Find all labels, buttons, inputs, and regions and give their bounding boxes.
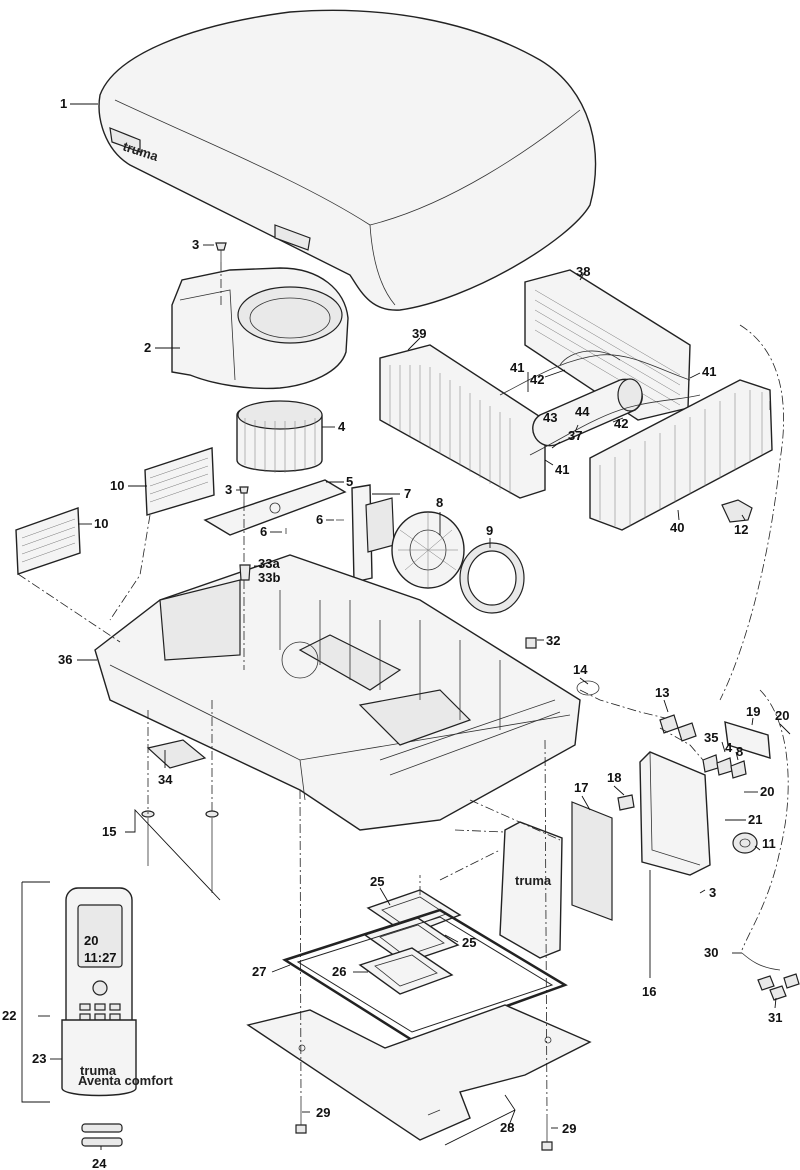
part-16-cover-panel: truma [499,821,563,959]
part-5-motor-bracket [203,479,347,536]
part-27-seal-frame [282,908,568,1042]
part-39-evaporator [379,344,546,499]
part-7-bracket [351,484,395,583]
callout-40: 40 [670,520,684,535]
callout-42-left: 42 [530,372,544,387]
callout-26: 26 [332,964,346,979]
callout-33b: 33b [258,570,280,585]
callout-28: 28 [500,1120,514,1135]
callout-27: 27 [252,964,266,979]
callout-36: 36 [58,652,72,667]
callout-41-right: 41 [702,364,716,379]
callout-10-lower: 10 [94,516,108,531]
part-31-plugs [757,973,800,1001]
callout-29-right: 29 [562,1121,576,1136]
callout-42-right: 42 [614,416,628,431]
callout-12: 12 [734,522,748,537]
assembly-guide-lines [17,262,789,1116]
callout-22: 22 [2,1008,16,1023]
part-2-blower-housing [171,267,349,390]
callout-37: 37 [568,428,582,443]
callout-6-upper: 6 [316,512,323,527]
callout-leader-lines [21,103,791,1150]
callout-7: 7 [404,486,411,501]
callout-39: 39 [412,326,426,341]
part-23-remote-holder: truma Aventa comfort [61,1019,174,1097]
callout-25-lower: 25 [462,935,476,950]
remote-logo: truma [80,1063,117,1078]
part-16-control-box [639,751,711,876]
callout-41-upper-left: 41 [510,360,524,375]
part-17-circuit-board [571,801,613,921]
part-30-wiring [741,952,781,971]
remote-temperature: 20 [84,933,98,948]
remote-sub: Aventa comfort [78,1073,174,1088]
callout-labels: 1 2 3 3 3 4 4 5 6 6 7 8 8 9 10 10 11 12 … [2,96,789,1170]
remote-time: 11:27 [84,950,117,965]
callout-10-upper: 10 [110,478,124,493]
callout-13: 13 [655,685,669,700]
callout-1: 1 [60,96,67,111]
callout-17: 17 [574,780,588,795]
callout-20-lower: 20 [760,784,774,799]
part-40-condenser-front [589,379,773,531]
callout-24: 24 [92,1156,107,1170]
part-11-relay-coil [732,832,758,854]
callout-15: 15 [102,824,116,839]
callout-34: 34 [158,772,173,787]
part-1-top-cover: truma [98,9,597,311]
part-10-grille-upper [144,447,215,516]
part-29-bolts [295,1098,553,1151]
callout-2: 2 [144,340,151,355]
callout-6-lower: 6 [260,524,267,539]
part-24-batteries [81,1123,123,1147]
callout-38: 38 [576,264,590,279]
part-26-grille-frame [358,947,454,995]
electrical-connectors [576,680,747,811]
callout-14: 14 [573,662,588,677]
callout-23: 23 [32,1051,46,1066]
part-12-clip [721,499,753,523]
callout-8-connector: 8 [736,744,743,759]
callout-5: 5 [346,474,353,489]
callout-3-top: 3 [192,237,199,252]
callout-4-connector: 4 [725,740,733,755]
callout-31: 31 [768,1010,782,1025]
callout-20-upper: 20 [775,708,789,723]
part-15-screws [141,810,219,893]
part-10-grille-lower [15,507,81,575]
part-44-compressor [532,378,643,447]
part-19-bracket [724,721,771,759]
callout-21: 21 [748,812,762,827]
callout-19: 19 [746,704,760,719]
fastener-parts [215,242,537,649]
callout-44: 44 [575,404,590,419]
callout-3-control-box: 3 [709,885,716,900]
callout-16: 16 [642,984,656,999]
callout-8-fan: 8 [436,495,443,510]
part-9-seal-ring [459,542,525,614]
callout-35: 35 [704,730,718,745]
panel-logo: truma [515,873,552,888]
callout-32: 32 [546,633,560,648]
callout-4-blower: 4 [338,419,346,434]
callout-11: 11 [762,836,776,851]
part-28-mounting-plate [246,1004,592,1141]
part-37-pipework [499,350,701,456]
callout-41-lower: 41 [555,462,569,477]
callout-33a: 33a [258,556,280,571]
callout-3-middle: 3 [225,482,232,497]
callout-43: 43 [543,410,557,425]
callout-9: 9 [486,523,493,538]
part-34-pad [146,739,207,769]
callout-29-left: 29 [316,1105,330,1120]
callout-18: 18 [607,770,621,785]
callout-25-upper: 25 [370,874,384,889]
part-8-fan-wheel [391,511,465,589]
callout-30: 30 [704,945,718,960]
part-4-blower-wheel [236,400,323,473]
